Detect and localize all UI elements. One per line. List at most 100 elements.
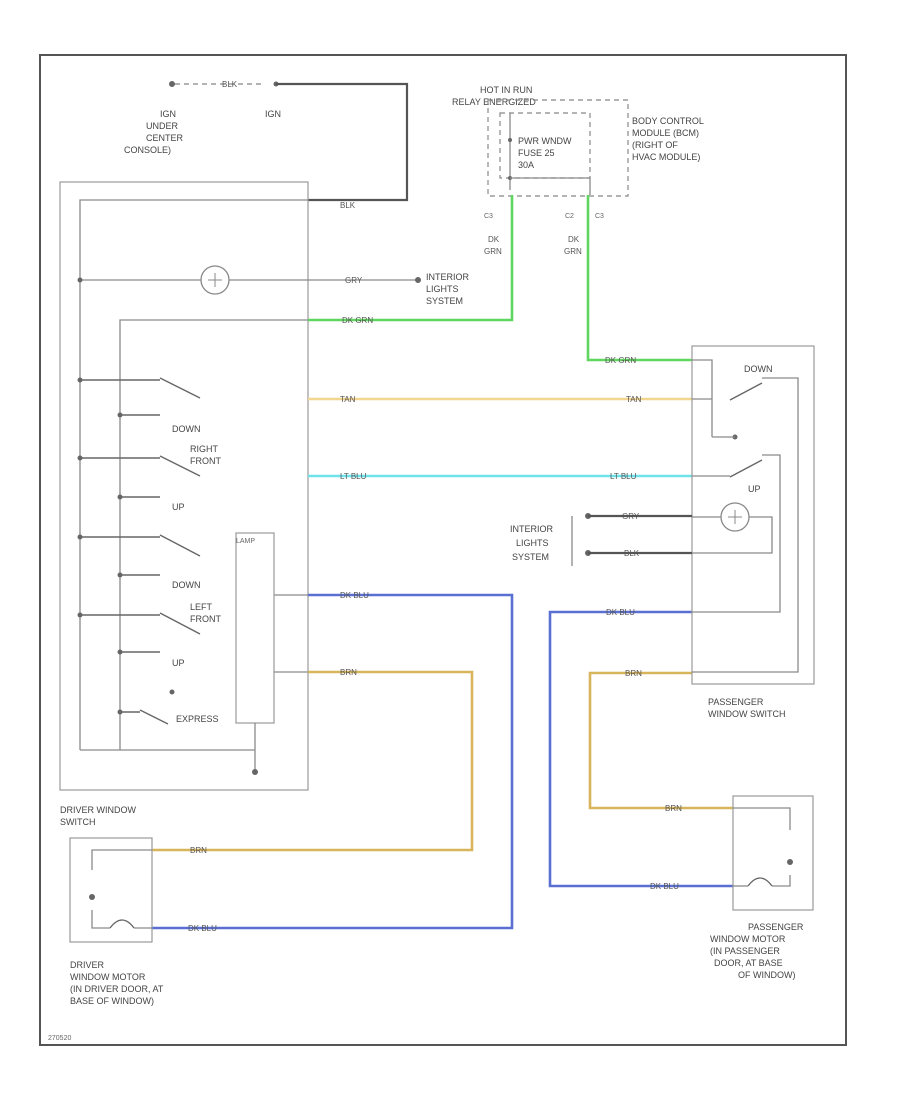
pass-internal-1 (692, 359, 713, 437)
relay-energized-label: RELAY ENERGIZED (452, 97, 536, 107)
switch-rows (77, 377, 201, 725)
driver-switch-box (59, 181, 309, 791)
dk-grn-wire-right (586, 195, 692, 362)
passenger-window-motor: PASSENGER WINDOW MOTOR (IN PASSENGER DOO… (710, 795, 814, 980)
dk-grn-stack-left-1: DK (488, 235, 500, 244)
driver-motor-box (69, 837, 153, 943)
bcm-line4: HVAC MODULE) (632, 152, 700, 162)
bcm-line3: (RIGHT OF (632, 140, 678, 150)
dk-grn-wire-left (308, 195, 514, 322)
label-right-front-2: FRONT (190, 456, 221, 466)
interior-lights-left-1: INTERIOR (426, 272, 470, 282)
driver-window-switch-line1: DRIVER WINDOW (60, 805, 137, 815)
brn-wire-passenger-label-motor: BRN (665, 804, 682, 813)
diagram-frame (39, 54, 847, 1046)
pass-right-inner (692, 454, 781, 613)
passenger-motor-box (732, 795, 814, 911)
label-down-right: DOWN (172, 424, 201, 434)
driver-motor-wire-top (91, 849, 152, 870)
driver-window-switch: LAMP DOWN RIGHT FRONT UP DOWN LEFT FRONT… (59, 181, 309, 827)
blk-wire-right-label: BLK (624, 549, 640, 558)
ground-icon (252, 769, 258, 775)
dk-blu-wire-passenger-label-motor: DK BLU (650, 882, 679, 891)
bcm-dashed-box (487, 99, 629, 197)
switch-blade (159, 534, 201, 557)
interior-lights-left-2: LIGHTS (426, 284, 459, 294)
bus-dot (169, 689, 175, 695)
bcm-line2: MODULE (BCM) (632, 128, 699, 138)
driver-switch-bus-left (79, 199, 308, 750)
connector-c2: C2 (565, 213, 574, 220)
label-up-right: UP (172, 502, 185, 512)
driver-motor-coil (109, 919, 135, 929)
blk-wire-label: BLK (340, 201, 356, 210)
pass-motor-line2: WINDOW MOTOR (710, 934, 786, 944)
pass-motor-wire-bottom (772, 875, 791, 887)
fuse-line2: FUSE 25 (518, 148, 555, 158)
dk-grn-wire-left-label: DK GRN (342, 316, 373, 325)
ign-source-line3: CENTER (146, 133, 184, 143)
passenger-window-switch-line1: PASSENGER (708, 697, 764, 707)
ign-source: BLK BLK IGN IGN UNDER CENTER CONSOLE) (124, 80, 409, 210)
passenger-window-switch-line2: WINDOW SWITCH (708, 709, 785, 719)
driver-motor-wire-bottom (91, 910, 110, 929)
switch-blade (159, 612, 201, 635)
ign-source-line4: CONSOLE) (124, 145, 171, 155)
fuse-dot (508, 138, 512, 142)
dk-blu-wire-passenger (548, 610, 733, 888)
driver-motor-line3: (IN DRIVER DOOR, AT (70, 984, 164, 994)
interior-lights-right-2: LIGHTS (516, 538, 549, 548)
bcm-internal-wire (510, 177, 591, 195)
lt-blu-wire-label-right: LT BLU (610, 472, 637, 481)
ign-label: IGN (265, 109, 281, 119)
dk-blu-wire-driver-label-motor: DK BLU (188, 924, 217, 933)
switch-blade (159, 455, 201, 477)
label-right-front-1: RIGHT (190, 444, 219, 454)
brn-wire-driver-label: BRN (340, 668, 357, 677)
driver-motor-line2: WINDOW MOTOR (70, 972, 146, 982)
hot-in-run-label: HOT IN RUN (480, 85, 532, 95)
pass-lamp-wire (692, 516, 773, 554)
driver-switch-bus-right (80, 319, 308, 751)
driver-lamp-module (235, 532, 275, 724)
driver-lamp-filament (208, 273, 222, 287)
brn-wire-passenger-label: BRN (625, 669, 642, 678)
pass-motor-line3: (IN PASSENGER (710, 946, 780, 956)
driver-window-switch-line2: SWITCH (60, 817, 96, 827)
dk-grn-stack-left-2: GRN (484, 247, 502, 256)
pass-motor-coil (747, 877, 773, 887)
brn-wire-passenger (588, 671, 733, 810)
tan-wire-label-left: TAN (340, 395, 356, 404)
ign-blk-label: BLK (222, 80, 238, 89)
pass-switch-blade-bottom (729, 459, 763, 478)
label-express: EXPRESS (176, 714, 219, 724)
pass-motor-wire-top (733, 807, 791, 830)
passenger-switch-box (691, 345, 815, 685)
switch-blade (139, 709, 169, 725)
blk-wire (276, 82, 409, 202)
connector-c3-right: C3 (595, 213, 604, 220)
figure-id: 270520 (48, 1035, 71, 1042)
pass-motor-line5: OF WINDOW) (738, 970, 796, 980)
pass-switch-blade-top (729, 382, 763, 401)
dk-grn-stack-right-2: GRN (564, 247, 582, 256)
tan-wire-label-right: TAN (626, 395, 642, 404)
interior-lights-left-3: SYSTEM (426, 296, 463, 306)
dk-blu-wire-passenger-label: DK BLU (606, 608, 635, 617)
gry-terminal-left (415, 277, 421, 283)
lt-blu-wire-label-left: LT BLU (340, 472, 367, 481)
pass-motor-line1: PASSENGER (748, 922, 804, 932)
pass-label-up: UP (748, 484, 761, 494)
lamp-module-label: LAMP (236, 538, 255, 545)
gry-wire-right-label: GRY (622, 512, 640, 521)
brn-wire-driver (152, 670, 474, 852)
pass-motor-line4: DOOR, AT BASE (714, 958, 783, 968)
dk-grn-wire-right-label: DK GRN (605, 356, 636, 365)
pass-motor-dot (787, 859, 793, 865)
bus-dot (77, 277, 83, 283)
label-left-front-1: LEFT (190, 602, 213, 612)
driver-motor-dot (89, 894, 95, 900)
gry-wire-left-label: GRY (345, 276, 363, 285)
switch-blade (159, 377, 201, 399)
